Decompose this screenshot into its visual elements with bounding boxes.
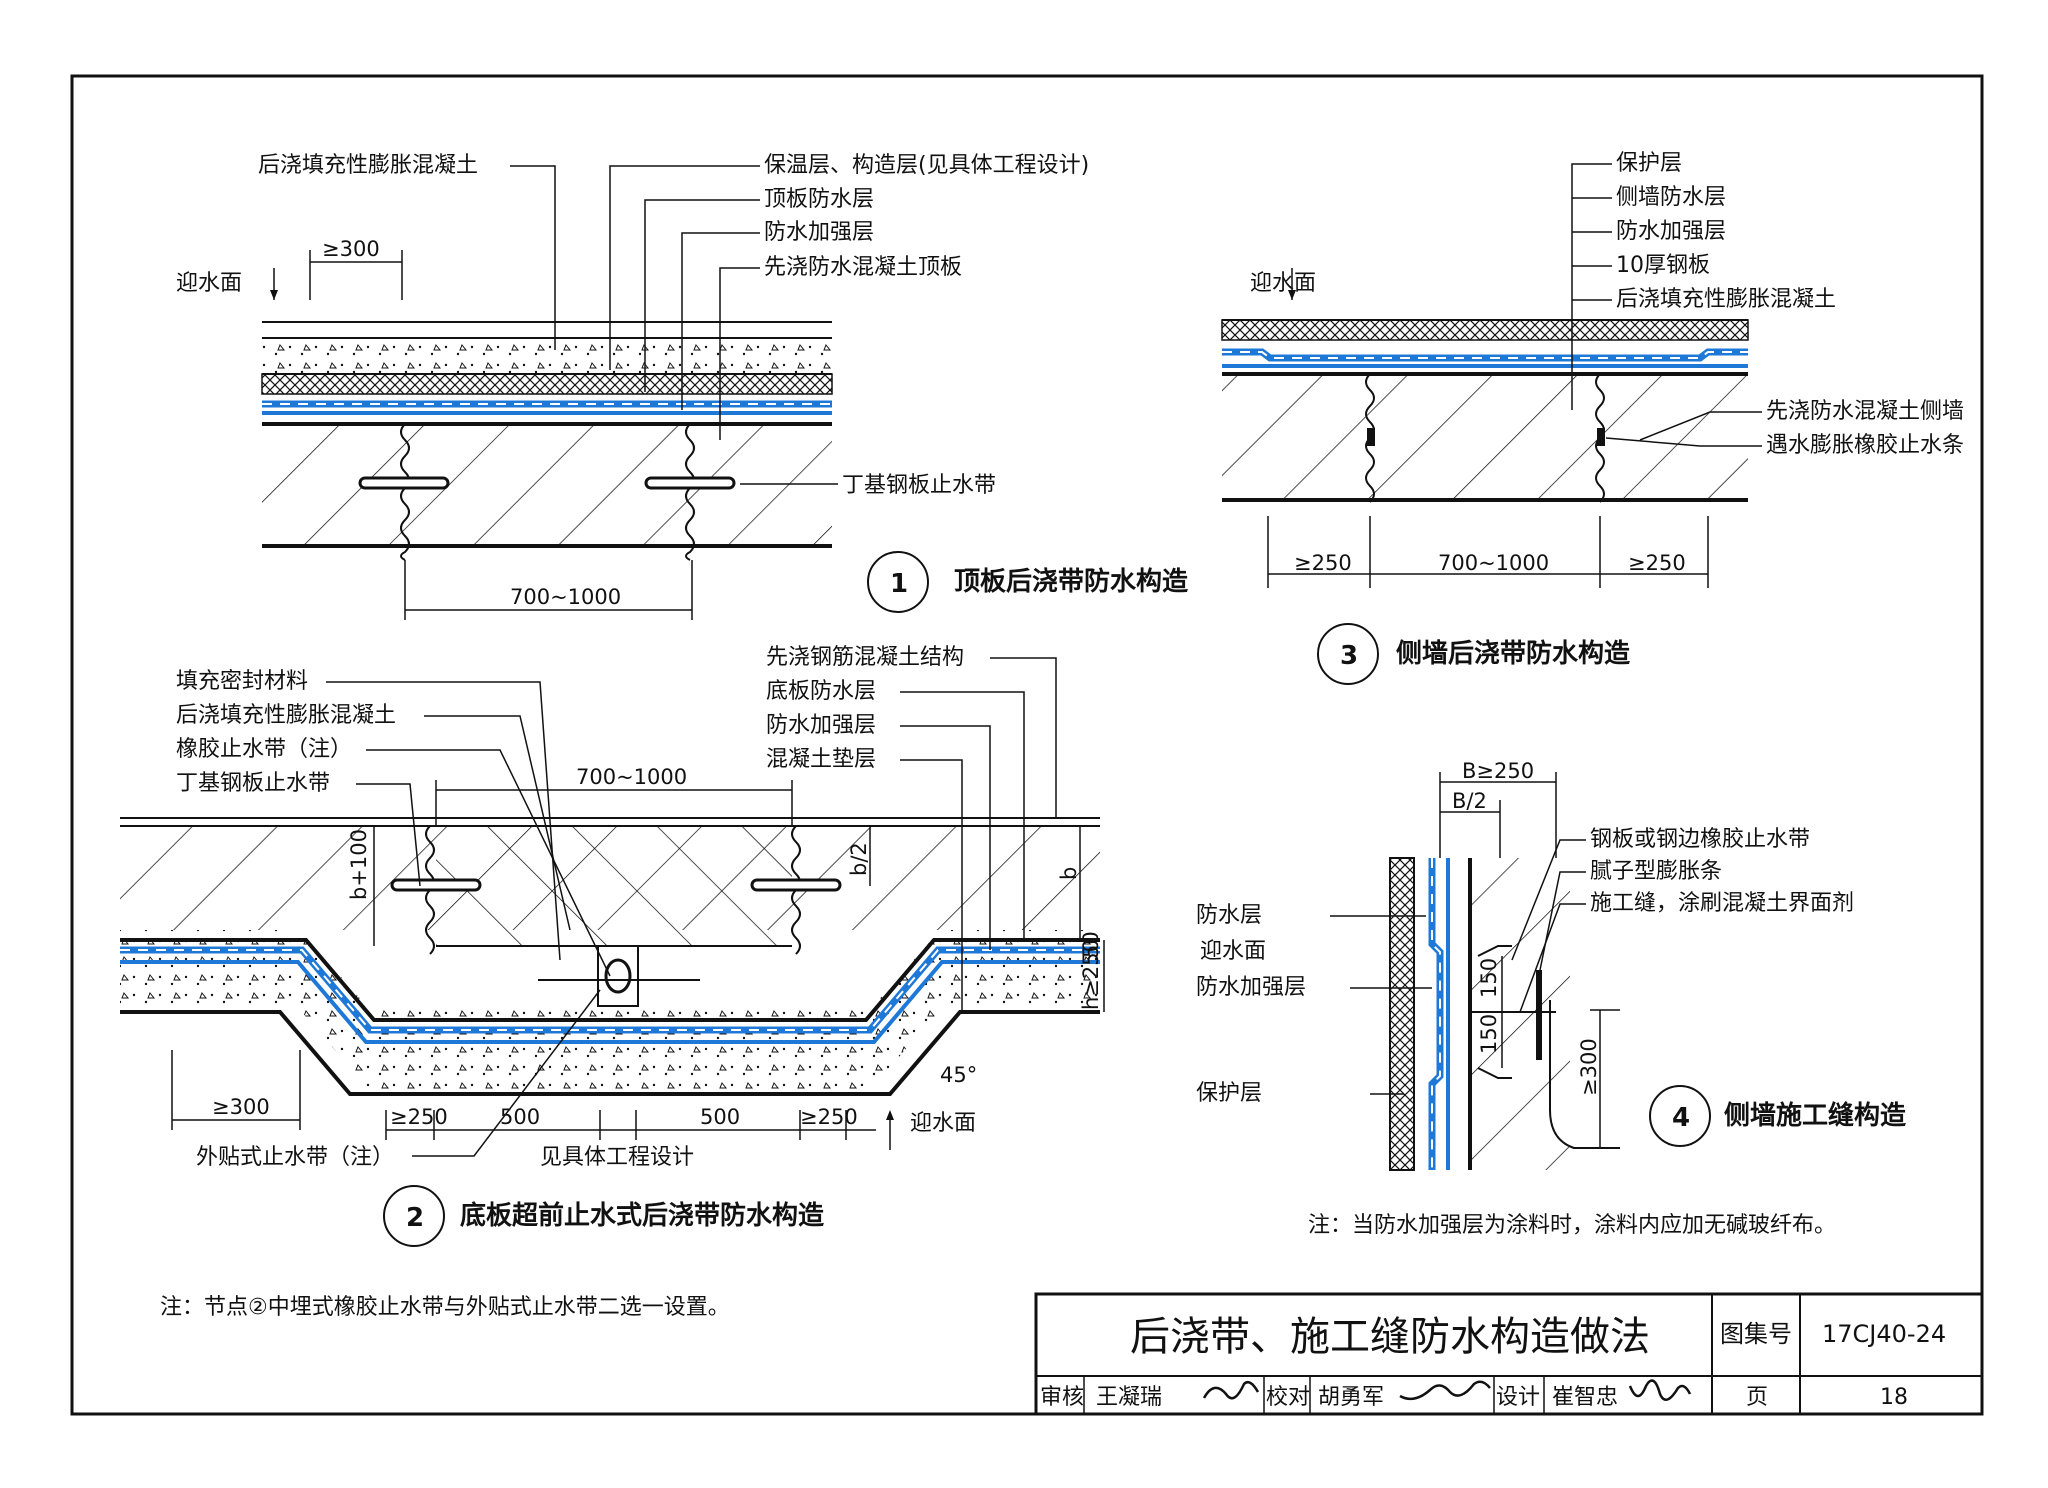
d2-dim-b2: b/2 <box>847 842 871 876</box>
d2-dim-bottom-2: 500 <box>500 1105 540 1129</box>
d2-label-left-0: 填充密封材料 <box>176 669 308 694</box>
d4-dim-150a: 150 <box>1477 958 1501 998</box>
note-right: 注：当防水加强层为涂料时，涂料内应加无碱玻纤布。 <box>1308 1213 1836 1238</box>
page-label: 页 <box>1746 1385 1768 1410</box>
detail-2-drawing <box>120 657 1105 1247</box>
d3-label-2: 防水加强层 <box>1616 219 1726 244</box>
detail-4-drawing <box>1330 772 1711 1171</box>
d2-label-right-2: 防水加强层 <box>766 713 876 738</box>
d1-label-5: 丁基钢板止水带 <box>842 473 996 498</box>
d2-dim-50: 50 <box>1079 931 1103 958</box>
d2-water-face: 迎水面 <box>910 1111 976 1136</box>
d2-dim-b100: b+100 <box>347 829 371 900</box>
d3-label-right-0: 先浇防水混凝土侧墙 <box>1766 399 1964 424</box>
d2-dim-bottom-4: ≥250 <box>800 1105 858 1129</box>
d1-label-2: 顶板防水层 <box>764 187 874 212</box>
d2-label-left-2: 橡胶止水带（注） <box>176 737 352 762</box>
d2-dim-b: b <box>1057 867 1081 880</box>
d4-label-left-0: 防水层 <box>1196 903 1262 928</box>
d2-label-right-0: 先浇钢筋混凝土结构 <box>766 645 964 670</box>
d3-label-0: 保护层 <box>1616 151 1682 176</box>
title-block <box>1034 1292 1984 1416</box>
d2-dim-bottom-3: 500 <box>700 1105 740 1129</box>
d4-dim-300: ≥300 <box>1577 1038 1601 1096</box>
outer-frame <box>70 74 1984 1416</box>
d4-label-left-2: 防水加强层 <box>1196 975 1306 1000</box>
d2-dim-bottom-0: ≥300 <box>212 1095 270 1119</box>
review-label: 审核 <box>1040 1385 1084 1410</box>
d4-label-right-2: 施工缝，涂刷混凝土界面剂 <box>1590 891 1854 916</box>
d4-number: 4 <box>1672 1103 1690 1133</box>
detail-1-drawing <box>261 165 929 620</box>
d1-label-1: 保温层、构造层(见具体工程设计) <box>764 153 1089 178</box>
d3-label-1: 侧墙防水层 <box>1616 185 1726 210</box>
d1-title: 顶板后浇带防水构造 <box>954 567 1188 597</box>
d4-label-right-0: 钢板或钢边橡胶止水带 <box>1590 827 1810 852</box>
d4-dim-B: B≥250 <box>1462 759 1534 783</box>
title-block-title: 后浇带、施工缝防水构造做法 <box>1130 1314 1650 1360</box>
page-number: 18 <box>1880 1385 1908 1410</box>
d2-dim-h: h≥250 <box>1079 939 1103 1010</box>
design-label: 设计 <box>1496 1385 1540 1410</box>
d3-number: 3 <box>1340 641 1358 671</box>
atlas-label: 图集号 <box>1720 1320 1792 1348</box>
d4-label-left-3: 保护层 <box>1196 1081 1262 1106</box>
d2-title: 底板超前止水式后浇带防水构造 <box>460 1200 824 1231</box>
d2-number: 2 <box>406 1203 424 1233</box>
d2-dim-top: 700~1000 <box>576 765 687 789</box>
d2-label-right-1: 底板防水层 <box>766 679 876 704</box>
d1-label-3: 防水加强层 <box>764 220 874 245</box>
d3-label-4: 后浇填充性膨胀混凝土 <box>1616 287 1836 312</box>
reviewer-name: 王凝瑞 <box>1096 1385 1162 1410</box>
d4-title: 侧墙施工缝构造 <box>1724 1100 1906 1131</box>
check-label: 校对 <box>1266 1385 1310 1410</box>
d3-dim-0: ≥250 <box>1294 551 1352 575</box>
d3-label-right-1: 遇水膨胀橡胶止水条 <box>1766 433 1964 458</box>
d3-dim-2: ≥250 <box>1628 551 1686 575</box>
detail-3-drawing <box>1221 163 1762 685</box>
d4-dim-150b: 150 <box>1477 1014 1501 1054</box>
d1-label-4: 先浇防水混凝土顶板 <box>764 255 962 280</box>
d2-dim-bottom-1: ≥250 <box>390 1105 448 1129</box>
d2-label-left-3: 丁基钢板止水带 <box>176 771 330 796</box>
d4-dim-B2: B/2 <box>1452 789 1487 813</box>
d1-dim-top: ≥300 <box>322 237 380 261</box>
d3-title: 侧墙后浇带防水构造 <box>1396 639 1630 669</box>
atlas-number: 17CJ40-24 <box>1822 1320 1946 1348</box>
d2-angle: 45° <box>940 1063 977 1087</box>
checker-name: 胡勇军 <box>1318 1385 1384 1410</box>
d4-label-right-1: 腻子型膨胀条 <box>1590 859 1722 884</box>
d2-label-left-1: 后浇填充性膨胀混凝土 <box>176 703 396 728</box>
d3-dim-1: 700~1000 <box>1438 551 1549 575</box>
d4-label-left-1: 迎水面 <box>1200 939 1266 964</box>
d3-water-face: 迎水面 <box>1250 271 1316 296</box>
d3-label-3: 10厚钢板 <box>1616 253 1710 278</box>
d1-dim-bottom: 700~1000 <box>510 585 621 609</box>
d2-label-right-3: 混凝土垫层 <box>766 747 876 772</box>
d1-number: 1 <box>890 569 908 599</box>
d1-label-0: 后浇填充性膨胀混凝土 <box>258 153 478 178</box>
note-left: 注：节点②中埋式橡胶止水带与外贴式止水带二选一设置。 <box>160 1295 730 1320</box>
d2-external-strip: 外贴式止水带（注） <box>196 1145 394 1170</box>
designer-name: 崔智忠 <box>1552 1385 1618 1410</box>
d2-see-design: 见具体工程设计 <box>540 1145 694 1170</box>
d1-water-face: 迎水面 <box>176 271 242 296</box>
